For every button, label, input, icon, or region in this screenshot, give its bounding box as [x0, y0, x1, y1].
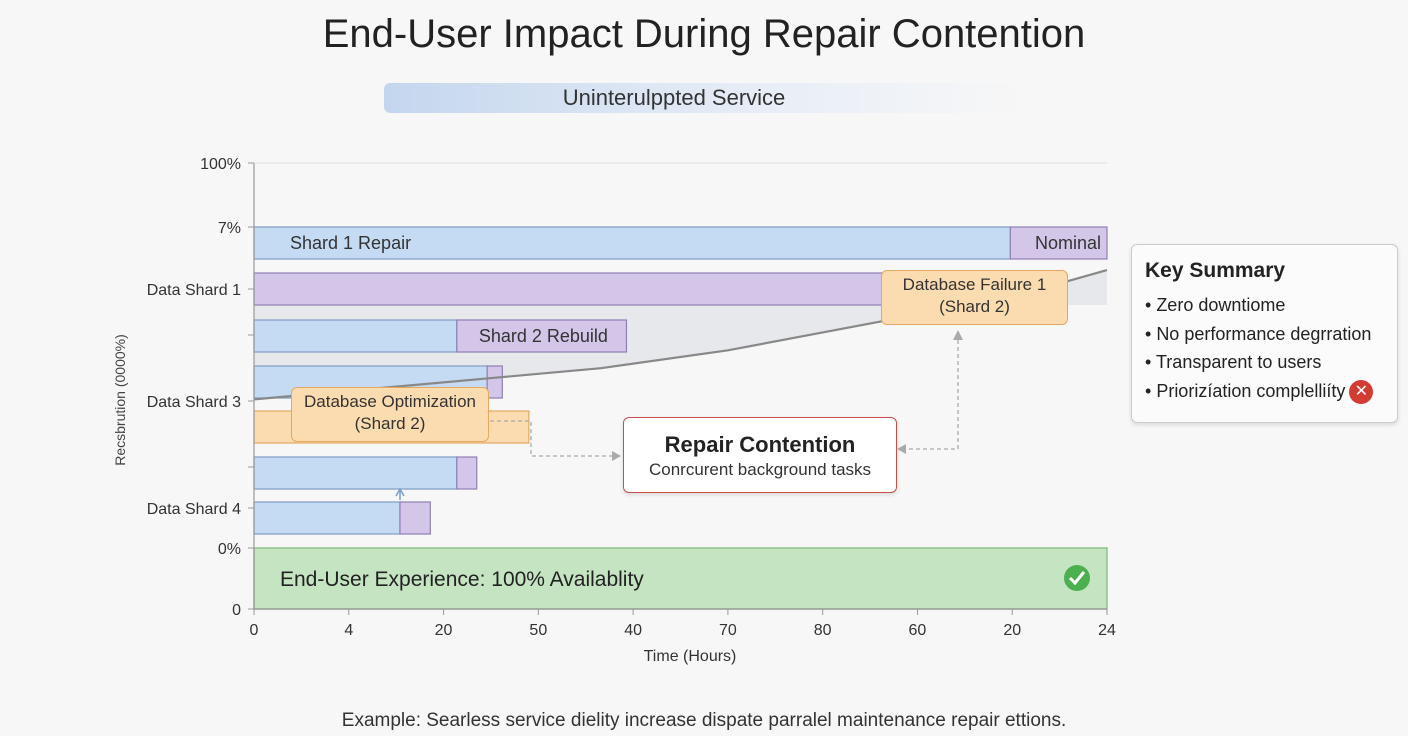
service-banner: Uninterulppted Service [384, 83, 1024, 113]
arrowhead [953, 330, 963, 340]
x-tick-label: 50 [529, 622, 547, 639]
bar-blue [253, 456, 458, 490]
y-tick-label: 100% [200, 156, 241, 173]
x-tick-label: 20 [1003, 622, 1021, 639]
bar-purple [253, 272, 938, 306]
callout-database-failure: Database Failure 1 (Shard 2) [881, 270, 1068, 325]
caption: Example: Searless service dielity increa… [341, 710, 1067, 731]
summary-item-text: Priorizíation complelliíty [1156, 380, 1346, 401]
y-tick-label: Data Shard 1 [147, 282, 241, 299]
x-tick-label: 80 [814, 622, 832, 639]
arrowhead [897, 444, 906, 454]
bar-blue [253, 226, 1011, 260]
callout-database-optimization: Database Optimization (Shard 2) [291, 387, 489, 442]
chart-title: End-User Impact During Repair Contention [322, 12, 1086, 56]
y-tick-label: Data Shard 3 [147, 394, 241, 411]
x-tick-label: 0 [250, 622, 259, 639]
x-tick-label: 24 [1098, 622, 1116, 639]
x-axis-label: Time (Hours) [644, 648, 737, 665]
x-tick-label: 20 [435, 622, 453, 639]
contention-title: Repair Contention [664, 432, 856, 457]
y-tick-label: 7% [218, 220, 241, 237]
bar-purple [456, 319, 628, 353]
summary-item-text: No performance degrration [1156, 323, 1372, 344]
bar-purple [456, 456, 478, 490]
summary-item-text: Zero downtiome [1156, 295, 1286, 315]
x-tick-label: 40 [624, 622, 642, 639]
check-circle-icon [1064, 565, 1090, 591]
summary-item: Priorizíation complelliíty✕ [1145, 377, 1397, 406]
arrowhead [612, 451, 621, 461]
connector-optimization-contention [490, 420, 612, 457]
callout-repair-contention: Repair Contention Conrcurent background … [623, 417, 897, 493]
y-axis-label: Recsbrution (0000%) [112, 334, 128, 466]
x-tick-label: 60 [909, 622, 927, 639]
check-mark [1068, 571, 1086, 586]
availability-label: End-User Experience: 100% Availablity [280, 568, 644, 591]
summary-item: Transparent to users [1145, 348, 1397, 377]
x-tick-label: 4 [344, 622, 353, 639]
callout-line: Database Optimization [304, 392, 476, 411]
callout-line: (Shard 2) [354, 414, 426, 433]
y-tick-label: Data Shard 4 [147, 501, 241, 518]
bar-purple [1009, 226, 1108, 260]
key-summary-panel: Key Summary Zero downtiome No performanc… [1131, 244, 1398, 423]
banner-label: Uninterulppted Service [562, 85, 786, 110]
x-tick-label: 70 [719, 622, 737, 639]
bar-label: Shard 2 Rebuild [479, 326, 608, 346]
summary-item: No performance degrration [1145, 320, 1397, 349]
bar-label: Nominal [1035, 233, 1101, 253]
summary-title: Key Summary [1145, 259, 1286, 282]
bar-blue [253, 319, 458, 353]
callout-line: Database Failure 1 [902, 275, 1047, 294]
bar-blue [253, 501, 401, 535]
y-tick-label: 0% [218, 541, 241, 558]
arrow-up-shard4 [395, 487, 405, 500]
summary-item: Zero downtiome [1145, 291, 1397, 320]
summary-item-text: Transparent to users [1155, 352, 1322, 372]
bar-purple [399, 501, 431, 535]
contention-subtitle: Conrcurent background tasks [648, 460, 872, 479]
x-circle-icon: ✕ [1349, 379, 1374, 404]
bar-purple [486, 365, 503, 399]
callout-line: (Shard 2) [939, 297, 1010, 316]
y-tick-label: 0 [232, 602, 241, 619]
connector-failure-contention [905, 333, 959, 450]
bar-label: Shard 1 Repair [290, 233, 411, 253]
